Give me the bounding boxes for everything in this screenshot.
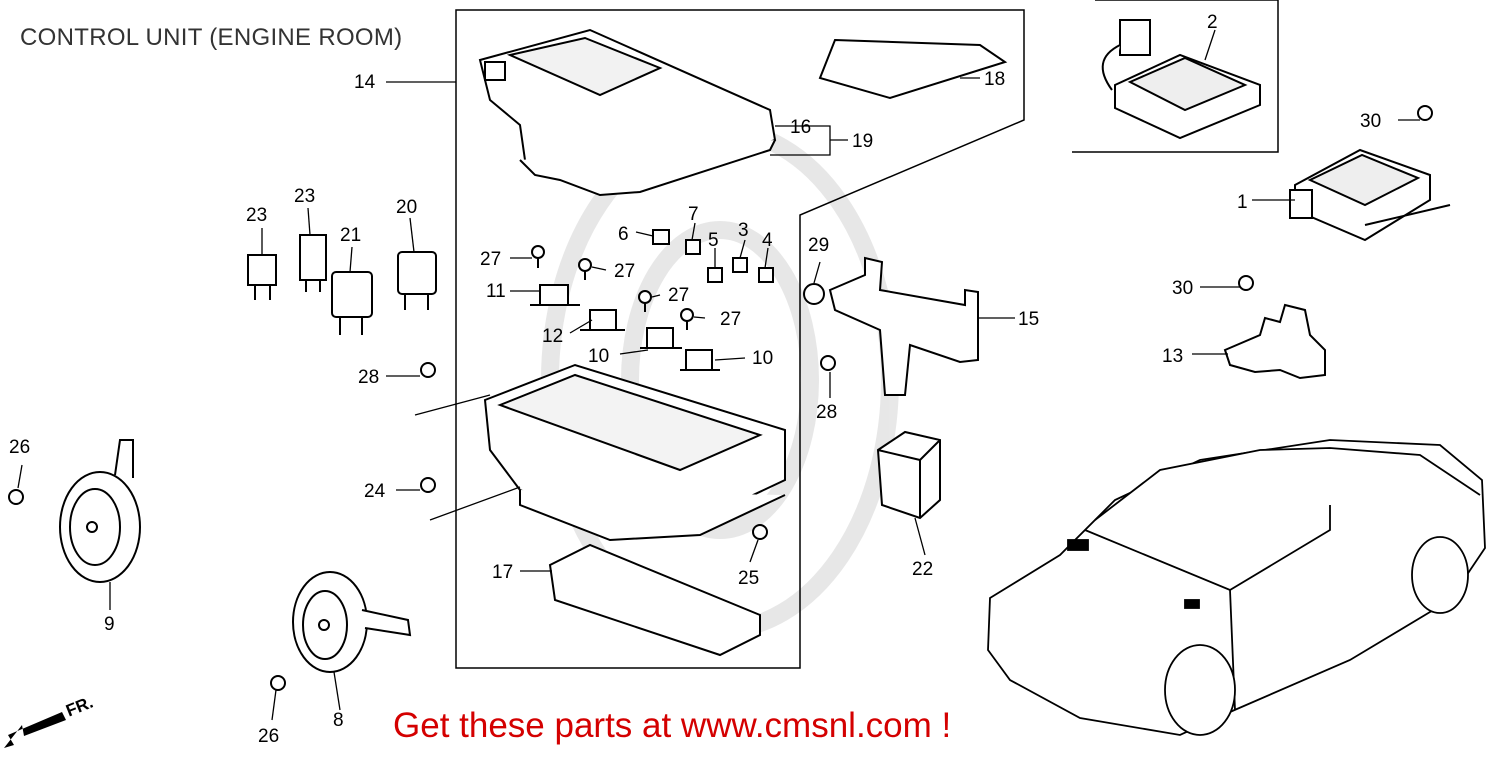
bracket-15 [828, 256, 979, 396]
callout: 18 [984, 69, 1005, 90]
front-arrow-icon [4, 712, 66, 748]
mini-fuses [652, 229, 774, 283]
callout: 24 [364, 481, 386, 502]
page-title: CONTROL UNIT (ENGINE ROOM) [20, 24, 403, 51]
fuse-box-cover [478, 28, 777, 197]
callout: 22 [912, 559, 933, 580]
callout: 27 [720, 309, 741, 330]
footer-link-text[interactable]: Get these parts at www.cmsnl.com ! [393, 706, 952, 745]
callout: 30 [1360, 111, 1381, 132]
callout: 12 [542, 326, 563, 347]
relay-holders [530, 284, 720, 371]
callout: 8 [333, 710, 344, 731]
callout: 6 [618, 224, 629, 245]
callout: 16 [790, 117, 811, 138]
callout: 26 [258, 726, 279, 747]
leader-lines [17, 29, 1420, 721]
control-unit-1 [1289, 148, 1451, 242]
bottom-cover-17 [548, 543, 761, 657]
car-illustration [987, 439, 1486, 736]
callout: 17 [492, 562, 513, 583]
callout: 11 [486, 281, 506, 302]
callout: 3 [738, 220, 749, 241]
callout: 10 [752, 348, 773, 369]
label-sheet-18 [818, 38, 1008, 100]
horn-9 [59, 439, 141, 583]
callout: 14 [354, 72, 376, 93]
callout: 5 [708, 230, 719, 251]
callout: 28 [816, 402, 837, 423]
screws-misc [8, 105, 1433, 691]
fuse-box-base [483, 363, 786, 542]
callout: 25 [738, 568, 759, 589]
callout: 13 [1162, 346, 1183, 367]
callout: 10 [588, 346, 609, 367]
callout: 27 [614, 261, 635, 282]
grommet-29 [803, 283, 825, 305]
control-unit-2 [1101, 19, 1261, 140]
callout: 23 [246, 205, 267, 226]
callout: 7 [688, 204, 699, 225]
callout: 15 [1018, 309, 1039, 330]
callout: 30 [1172, 278, 1193, 299]
callout: 27 [668, 285, 689, 306]
callout: 29 [808, 235, 829, 256]
callout: 28 [358, 367, 379, 388]
bracket-13 [1223, 303, 1326, 380]
horn-8 [292, 571, 412, 673]
callout: 20 [396, 197, 417, 218]
screws-27 [531, 245, 694, 330]
relays-left [247, 234, 437, 335]
callout-numbers: 1 2 3 4 5 6 7 8 9 10 10 11 12 13 14 15 1… [9, 12, 1381, 747]
callout: 21 [340, 225, 361, 246]
control-unit-outline [1072, 0, 1279, 153]
callout: 9 [104, 614, 115, 635]
callout: 26 [9, 437, 30, 458]
relay-22 [876, 430, 941, 520]
callout: 1 [1237, 192, 1248, 213]
callout: 19 [852, 131, 873, 152]
callout: 4 [762, 230, 773, 251]
callout: 23 [294, 186, 315, 207]
callout: 2 [1207, 12, 1218, 33]
callout: 27 [480, 249, 501, 270]
fuse-box-outline [455, 9, 1025, 669]
